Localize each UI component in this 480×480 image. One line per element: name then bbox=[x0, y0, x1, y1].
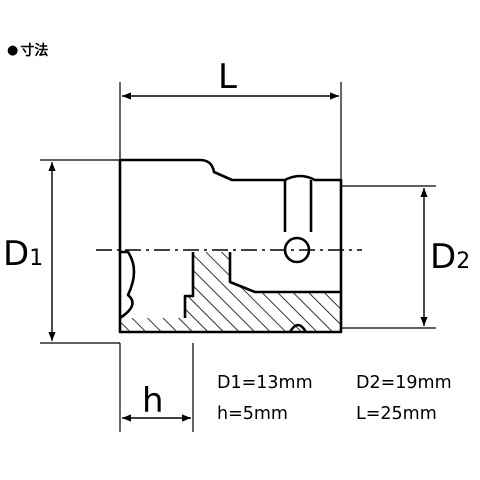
label-D1: D1 bbox=[3, 234, 43, 274]
spec-d1: D1=13mm bbox=[217, 373, 313, 393]
extension-lines bbox=[40, 82, 436, 432]
bullet-icon: ● bbox=[7, 42, 19, 58]
spec-l: L=25mm bbox=[356, 404, 437, 424]
socket-outline bbox=[118, 158, 343, 334]
label-h: h bbox=[142, 381, 164, 421]
label-D2: D2 bbox=[430, 237, 470, 277]
spec-h: h=5mm bbox=[217, 404, 288, 424]
heading-text: 寸法 bbox=[20, 43, 49, 59]
label-L: L bbox=[218, 57, 237, 97]
section-hatch bbox=[120, 252, 341, 332]
spec-d2: D2=19mm bbox=[356, 373, 452, 393]
dimension-lines bbox=[48, 92, 428, 422]
section-heading: ● 寸法 bbox=[7, 40, 48, 60]
